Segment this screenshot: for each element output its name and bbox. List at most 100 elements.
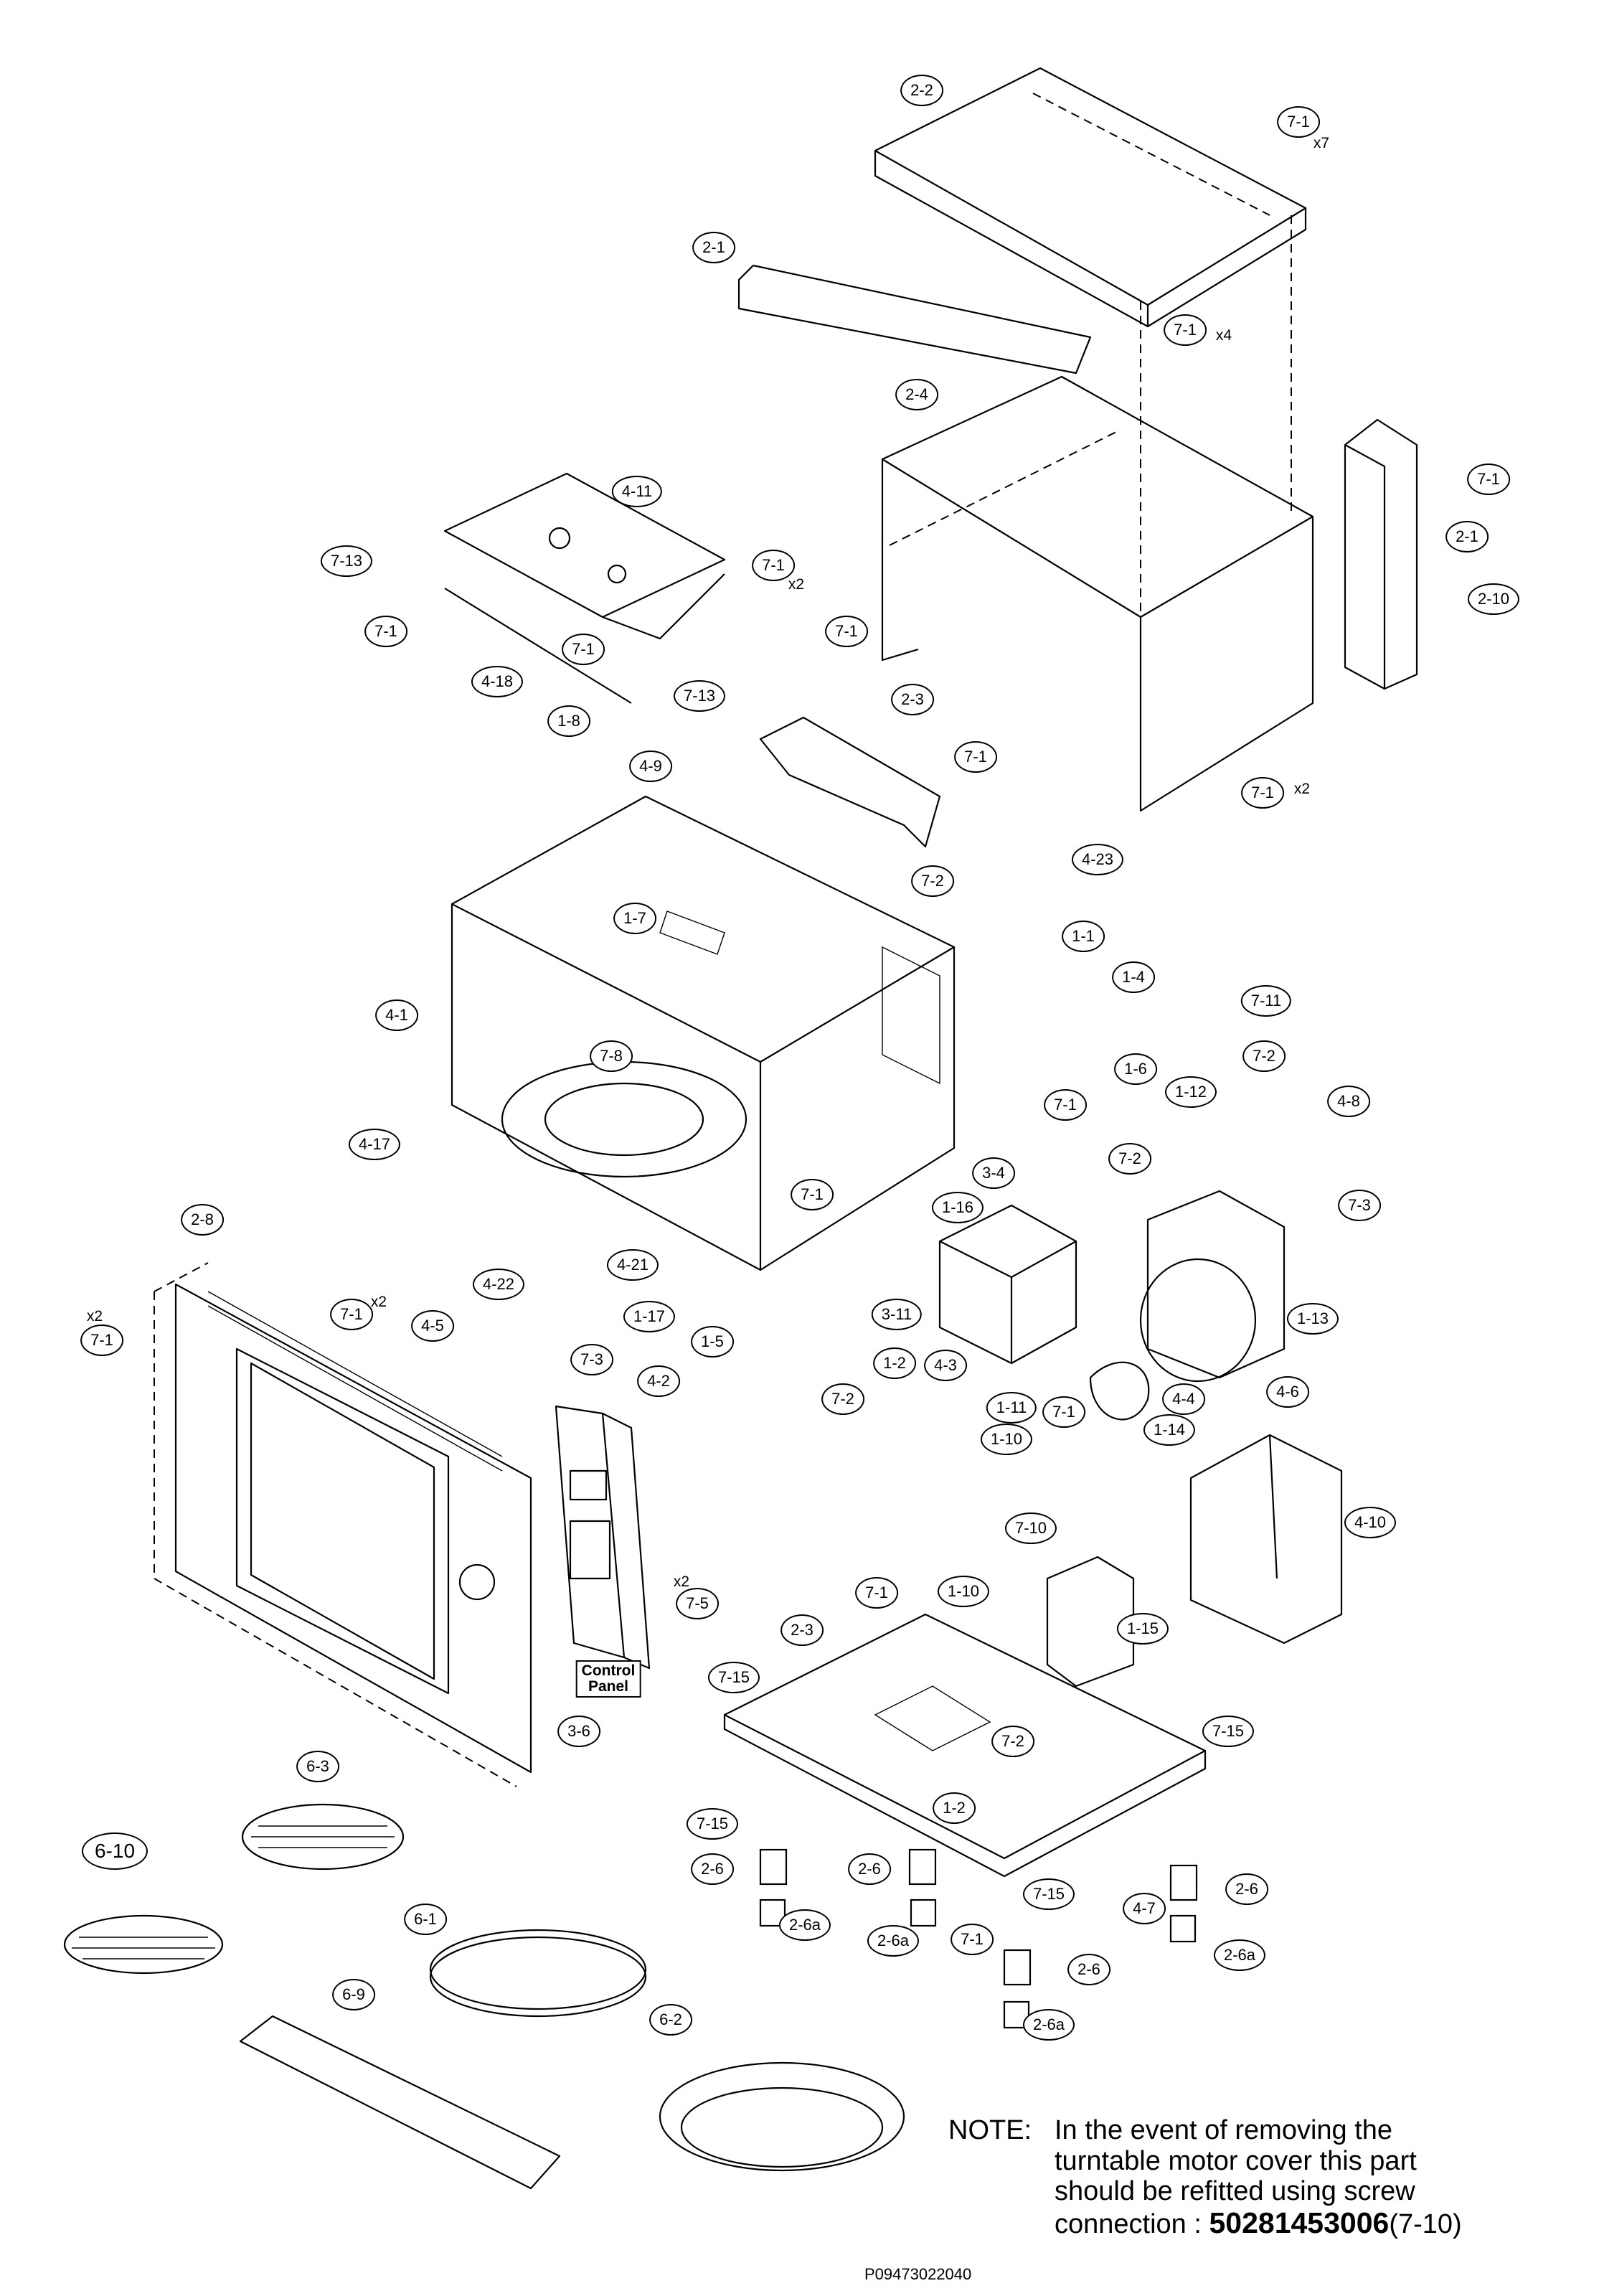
callout-label: 4-6	[1266, 1376, 1309, 1408]
note-line-4: connection : 50281453006(7-10)	[1055, 2206, 1462, 2240]
callout-label: 2-4	[895, 379, 938, 410]
bracket-4-10-drawing	[1189, 1434, 1343, 1645]
callout-label: 7-1	[954, 741, 997, 773]
note-row: connection : 50281453006(7-10)	[948, 2206, 1580, 2240]
top-angle-drawing	[737, 264, 1092, 375]
callout-label: 7-13	[673, 680, 726, 712]
callout-label: 7-1	[1164, 314, 1207, 346]
callout-label: 1-13	[1286, 1303, 1339, 1335]
callout-label: 6-10	[81, 1832, 148, 1870]
callout-label: 1-2	[933, 1792, 976, 1824]
callout-label: 2-6a	[1213, 1939, 1266, 1971]
quantity-multiplier: x7	[1313, 135, 1330, 151]
callout-label: 7-11	[1240, 985, 1292, 1017]
callout-label: 4-8	[1327, 1086, 1370, 1117]
note-row: NOTE: In the event of removing the	[948, 2115, 1580, 2146]
callout-label: 7-3	[1338, 1190, 1381, 1221]
callout-label: 7-2	[821, 1383, 864, 1415]
callout-label: 3-6	[557, 1716, 600, 1747]
callout-label: 7-1	[562, 634, 605, 665]
callout-label: 1-10	[937, 1576, 990, 1607]
note-row: should be refitted using screw	[948, 2176, 1580, 2207]
callout-label: 7-1	[364, 616, 407, 647]
callout-label: 7-3	[570, 1344, 613, 1375]
callout-label: 1-7	[613, 903, 656, 934]
callout-label: 4-2	[637, 1365, 680, 1397]
callout-label: 7-1	[825, 616, 868, 647]
callout-label: 7-1	[855, 1577, 898, 1609]
callout-label: 7-15	[686, 1808, 739, 1840]
callout-label: 7-1	[791, 1179, 834, 1210]
callout-label: 4-21	[606, 1249, 659, 1281]
quantity-multiplier: x4	[1215, 327, 1232, 344]
callout-label: 4-18	[471, 666, 524, 697]
callout-label: 7-10	[1004, 1512, 1057, 1544]
control-panel-drawing	[458, 1405, 651, 1670]
quantity-multiplier: x2	[86, 1308, 103, 1325]
door-frame-drawing	[154, 1262, 532, 1787]
callout-label: 1-1	[1062, 921, 1105, 952]
callout-label: 7-1	[1241, 777, 1284, 809]
control-panel-tag-line2: Panel	[588, 1678, 629, 1695]
rod-drawing	[444, 588, 632, 704]
magnetron-drawing	[938, 1204, 1077, 1365]
quantity-multiplier: x2	[370, 1294, 387, 1310]
callout-label: 4-1	[375, 999, 418, 1031]
callout-label: 7-2	[911, 865, 954, 897]
quantity-multiplier: x2	[788, 576, 805, 593]
callout-label: 7-1	[1044, 1089, 1087, 1121]
oven-cavity-drawing	[451, 795, 956, 1271]
part-number: 50281453006	[1209, 2206, 1390, 2239]
callout-label: 7-1	[330, 1299, 373, 1330]
callout-label: 7-1	[951, 1924, 994, 1955]
quantity-multiplier: x2	[673, 1573, 690, 1590]
callout-label: 7-1	[1467, 464, 1510, 495]
callout-label: 2-6a	[1022, 2009, 1075, 2041]
note-line-2: turntable motor cover this part	[1055, 2145, 1417, 2176]
callout-label: 3-4	[972, 1157, 1015, 1189]
callout-label: 4-23	[1071, 844, 1124, 875]
document-number: P09473022040	[864, 2265, 972, 2283]
callout-label: 6-1	[404, 1904, 447, 1935]
side-panel-drawing	[1344, 418, 1418, 690]
note-row: turntable motor cover this part	[948, 2146, 1580, 2177]
callout-label: 3-11	[871, 1299, 923, 1330]
callout-label: 1-17	[623, 1301, 676, 1332]
callout-label: 4-22	[472, 1269, 525, 1300]
callout-label: 4-7	[1123, 1893, 1166, 1924]
accessories-drawing	[63, 1803, 905, 2190]
callout-label: 1-12	[1164, 1076, 1217, 1108]
callout-label: 2-6	[1225, 1873, 1268, 1905]
callout-label: 1-14	[1143, 1414, 1196, 1446]
upper-bracket-drawing	[443, 472, 726, 640]
callout-label: 2-6	[1067, 1954, 1110, 1985]
callout-label: 7-1	[80, 1325, 123, 1356]
callout-label: 1-16	[931, 1192, 984, 1223]
duct-drawing	[759, 716, 941, 848]
callout-label: 7-8	[590, 1040, 633, 1072]
callout-label: 4-3	[924, 1350, 967, 1381]
callout-label: 6-2	[649, 2004, 692, 2036]
base-plate-drawing	[723, 1556, 1207, 1878]
callout-label: 1-6	[1114, 1053, 1157, 1085]
callout-label: 6-3	[296, 1751, 339, 1782]
callout-label: 2-2	[900, 75, 943, 106]
top-cover-drawing	[874, 67, 1307, 328]
callout-label: 7-5	[676, 1588, 719, 1619]
feet-drawing	[759, 1848, 1198, 2029]
note-label: NOTE:	[948, 2115, 1032, 2145]
callout-label: 4-10	[1344, 1507, 1397, 1538]
callout-label: 7-1	[1277, 106, 1320, 138]
callout-label: 1-2	[873, 1347, 916, 1379]
callout-label: 4-17	[348, 1129, 401, 1160]
callout-label: 7-2	[1108, 1143, 1151, 1175]
note-line-3: should be refitted using screw	[1055, 2176, 1415, 2207]
callout-label: 7-15	[1022, 1878, 1075, 1910]
callout-label: 2-6	[848, 1853, 891, 1885]
removal-note: NOTE: In the event of removing the turnt…	[948, 2115, 1580, 2240]
callout-label: 7-15	[1202, 1716, 1255, 1747]
callout-label: 4-5	[411, 1310, 454, 1342]
fan-duct-drawing	[1089, 1190, 1286, 1421]
callout-label: 2-6	[691, 1853, 734, 1885]
callout-label: 1-10	[980, 1424, 1033, 1455]
